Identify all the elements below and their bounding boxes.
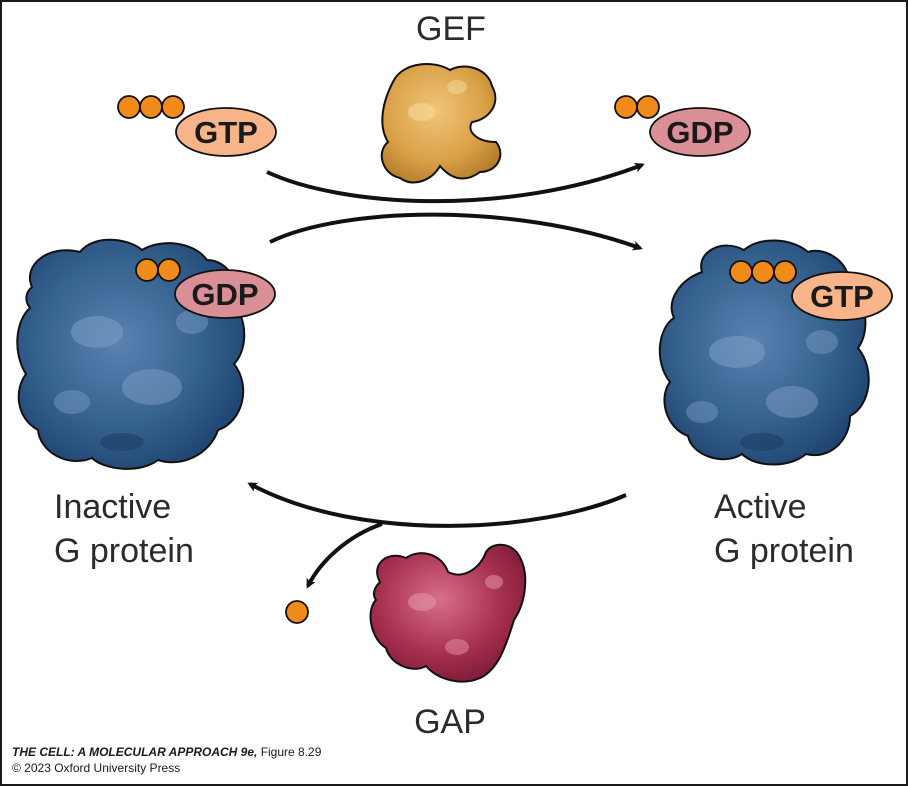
released-phosphate-circle [285, 600, 309, 624]
gap-label: GAP [414, 703, 486, 741]
inactive-label-line2: G protein [54, 532, 194, 570]
credit-line1: THE CELL: A MOLECULAR APPROACH 9e, Figur… [12, 744, 321, 760]
phosphate-circle [157, 258, 181, 282]
inactive-bound-gdp: GDP [135, 258, 276, 319]
phosphate-release-arrow [306, 522, 383, 589]
gdp-label: GDP [191, 277, 258, 312]
inactive-label-line1: Inactive [54, 488, 171, 526]
gtp-to-gdp-exchange-arrow [266, 162, 645, 204]
phosphate-circle [636, 95, 660, 119]
active-bound-gtp: GTP [729, 260, 893, 321]
gtp-label: GTP [194, 115, 258, 150]
copyright-line: © 2023 Oxford University Press [12, 761, 181, 775]
book-title: THE CELL: A MOLECULAR APPROACH 9e, [12, 745, 258, 759]
free-gtp: GTP [117, 95, 277, 157]
gdp-label: GDP [666, 115, 733, 150]
phosphate-circle [135, 258, 159, 282]
phosphate-circle [729, 260, 753, 284]
phosphate-circle [773, 260, 797, 284]
active-label-line2: G protein [714, 532, 854, 570]
gef-enzyme [380, 63, 502, 184]
gef-label: GEF [416, 10, 486, 48]
phosphate-circle [161, 95, 185, 119]
phosphate-circle [117, 95, 141, 119]
phosphate-circle [614, 95, 638, 119]
active-to-inactive-arrow [247, 482, 627, 528]
figure-number: Figure 8.29 [260, 745, 322, 759]
gap-enzyme [369, 543, 527, 683]
inactive-to-active-arrow [269, 212, 643, 251]
figure-credit: THE CELL: A MOLECULAR APPROACH 9e, Figur… [12, 744, 321, 776]
phosphate-circle [751, 260, 775, 284]
free-gdp: GDP [614, 95, 751, 157]
active-label-line1: Active [714, 488, 807, 526]
phosphate-circle [139, 95, 163, 119]
gtp-label: GTP [810, 279, 874, 314]
